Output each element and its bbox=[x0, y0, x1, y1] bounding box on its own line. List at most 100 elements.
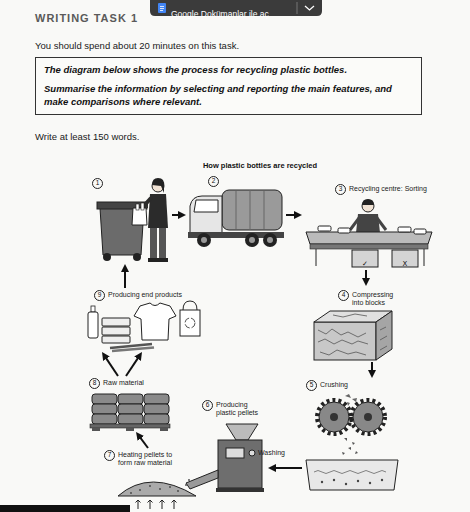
crusher bbox=[345, 483, 347, 485]
callout-number: 2 bbox=[208, 176, 219, 187]
raw-material-pallet bbox=[92, 404, 117, 414]
pellet-pile bbox=[159, 488, 161, 490]
crusher bbox=[306, 394, 398, 490]
process-step: 6Producing plastic pellets bbox=[200, 398, 268, 493]
flow-arrow bbox=[124, 268, 126, 288]
raw-material-pallet bbox=[92, 414, 117, 424]
step-label: 6Producing plastic pellets bbox=[202, 400, 264, 418]
crusher bbox=[369, 482, 371, 484]
end-products bbox=[112, 348, 154, 352]
pellet-machine bbox=[218, 440, 262, 488]
collection-truck bbox=[197, 233, 211, 247]
crusher bbox=[353, 402, 383, 432]
callout-number: 9 bbox=[94, 290, 105, 301]
crusher bbox=[330, 413, 338, 421]
bin-and-person bbox=[103, 253, 111, 261]
end-products bbox=[88, 301, 200, 351]
pellet-machine bbox=[226, 448, 244, 458]
flow-arrow bbox=[286, 214, 298, 216]
sorting-conveyor bbox=[306, 232, 432, 244]
bin-and-person bbox=[158, 258, 168, 262]
sort-mark: ✓ bbox=[362, 260, 368, 268]
raw-material-pallet bbox=[144, 394, 169, 404]
step-caption: Recycling centre: Sorting bbox=[349, 185, 427, 193]
process-step: 7Heating pellets to form raw material bbox=[100, 448, 200, 508]
sorting-conveyor bbox=[398, 227, 411, 232]
flow-arrow bbox=[126, 355, 140, 376]
pellet-pile bbox=[139, 489, 141, 491]
callout-number: 1 bbox=[92, 178, 103, 189]
process-step: 1 bbox=[90, 176, 172, 264]
pellet-pile bbox=[188, 479, 190, 481]
raw-material-pallet bbox=[144, 414, 169, 424]
sorting-conveyor bbox=[377, 218, 386, 230]
raw-material-pallet bbox=[160, 428, 168, 431]
sorting-conveyor bbox=[318, 226, 331, 231]
crusher bbox=[321, 481, 323, 483]
crusher bbox=[357, 480, 359, 482]
label-holder: You should spend about 20 minutes on thi… bbox=[35, 35, 239, 53]
bin-and-person bbox=[148, 258, 158, 262]
collection-truck bbox=[190, 196, 222, 236]
collection-truck bbox=[236, 190, 264, 230]
step-label: 8Raw material bbox=[89, 378, 144, 389]
flow-arrow bbox=[371, 362, 373, 374]
raw-material-pallet bbox=[118, 414, 143, 424]
docs-open-button bbox=[297, 2, 298, 14]
bin-and-person bbox=[159, 228, 166, 258]
pellet-pile bbox=[136, 500, 177, 509]
sorting-conveyor bbox=[352, 250, 378, 267]
pellet-pile bbox=[149, 485, 151, 487]
end-products bbox=[102, 336, 130, 343]
docs-open-button bbox=[160, 7, 164, 11]
raw-material-pallet bbox=[90, 424, 170, 428]
process-step: 4Compressing into blocks bbox=[302, 286, 412, 362]
callout-number: 5 bbox=[306, 380, 317, 391]
label-holder: ✓ bbox=[352, 252, 378, 270]
instruction-text: Write at least 150 words. bbox=[35, 131, 139, 142]
crusher bbox=[317, 400, 351, 434]
docs-open-button bbox=[158, 3, 166, 13]
collection-truck bbox=[249, 237, 255, 243]
label-holder: Washing bbox=[258, 441, 285, 459]
dark-bar bbox=[0, 505, 130, 512]
process-label: Washing bbox=[258, 449, 285, 456]
end-products bbox=[88, 312, 98, 338]
step-label: 3Recycling centre: Sorting bbox=[335, 184, 427, 195]
step-caption: Producing plastic pellets bbox=[216, 401, 264, 418]
sorting-conveyor bbox=[356, 214, 380, 233]
raw-material-pallet bbox=[92, 428, 100, 431]
step-label: 1 bbox=[92, 178, 103, 189]
raw-material-pallet bbox=[92, 394, 117, 404]
crusher bbox=[333, 479, 335, 481]
callout-number: 7 bbox=[104, 450, 115, 461]
end-products bbox=[102, 327, 130, 335]
bin-and-person bbox=[136, 204, 139, 210]
sorting-conveyor bbox=[338, 228, 350, 233]
pellet-pile bbox=[185, 484, 187, 486]
label-holder: WRITING TASK 1 bbox=[35, 8, 138, 26]
step-caption: Producing end products bbox=[108, 291, 182, 299]
instruction-text: You should spend about 20 minutes on thi… bbox=[35, 40, 239, 51]
pellet-machine bbox=[186, 470, 218, 489]
raw-material-pallet bbox=[118, 404, 143, 414]
label-holder: X bbox=[392, 252, 418, 270]
diagram-title: How plastic bottles are recycled bbox=[203, 161, 317, 170]
raw-material-pallet bbox=[126, 428, 134, 431]
sorting-conveyor bbox=[350, 218, 359, 230]
step-label: 2 bbox=[208, 176, 219, 187]
bin-and-person bbox=[150, 228, 157, 258]
pellet-machine bbox=[249, 450, 255, 456]
end-products bbox=[180, 310, 200, 336]
end-products bbox=[102, 318, 130, 326]
crusher bbox=[342, 438, 358, 455]
task-prompt: The diagram below shows the process for … bbox=[44, 64, 413, 76]
sorting-conveyor bbox=[362, 200, 374, 212]
crusher bbox=[314, 471, 386, 474]
process-step: 2 bbox=[186, 176, 286, 251]
process-step: 3Recycling centre: Sorting bbox=[302, 182, 452, 270]
pellet-pile bbox=[177, 490, 179, 492]
sorting-conveyor bbox=[316, 249, 317, 266]
pellet-pile bbox=[169, 486, 171, 488]
